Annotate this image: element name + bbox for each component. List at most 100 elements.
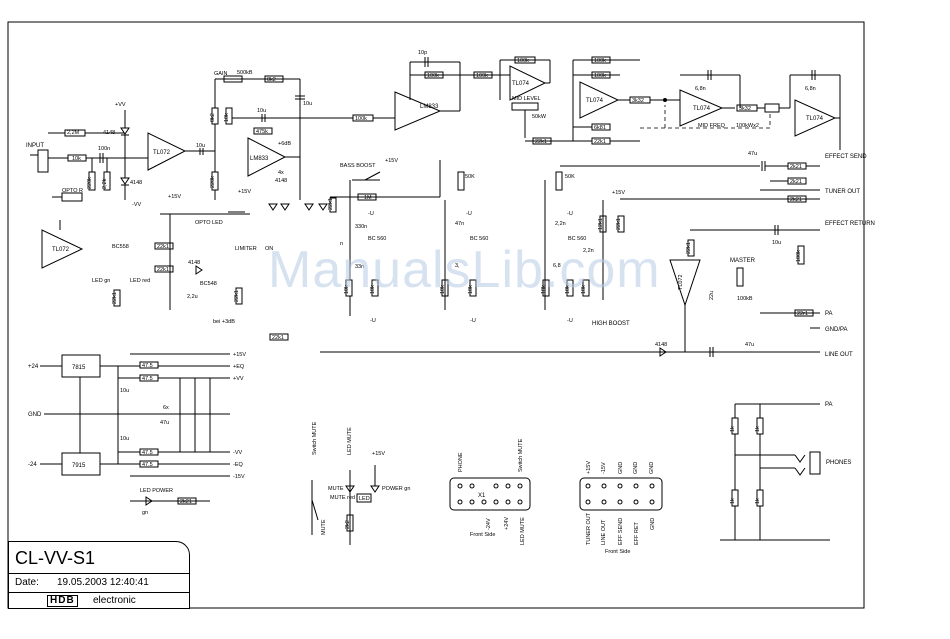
svg-text:BC 560: BC 560 — [470, 236, 488, 242]
svg-text:-U: -U — [567, 211, 573, 217]
svg-text:+15V: +15V — [612, 190, 625, 196]
svg-text:47.5: 47.5 — [142, 363, 153, 369]
svg-text:TL072: TL072 — [52, 247, 70, 253]
svg-text:X1: X1 — [478, 493, 486, 499]
svg-text:4148: 4148 — [130, 180, 142, 186]
svg-text:BASS BOOST: BASS BOOST — [340, 163, 376, 169]
svg-text:4148: 4148 — [655, 342, 667, 348]
svg-text:PHONES: PHONES — [826, 460, 851, 466]
svg-text:500kB: 500kB — [237, 70, 253, 76]
svg-text:+VV: +VV — [233, 376, 244, 382]
svg-text:4148: 4148 — [103, 130, 115, 136]
svg-text:330n: 330n — [355, 224, 367, 230]
svg-text:LINE OUT: LINE OUT — [825, 352, 853, 358]
svg-text:6,8n: 6,8n — [805, 86, 816, 92]
svg-text:8k2: 8k2 — [210, 113, 216, 122]
svg-text:22r1: 22r1 — [797, 311, 808, 317]
svg-text:HIGH BOOST: HIGH BOOST — [592, 321, 630, 327]
svg-text:+6dB: +6dB — [278, 141, 291, 147]
svg-text:PA: PA — [825, 311, 833, 317]
svg-text:+15V: +15V — [385, 158, 398, 164]
svg-text:LED POWER: LED POWER — [140, 488, 173, 494]
effect-send-section: 47u 2k21 EFFECT SEND 2k21 TUNER OUT 2k21 — [560, 151, 867, 203]
svg-text:POWER gn: POWER gn — [382, 486, 410, 492]
svg-text:-VV: -VV — [233, 450, 243, 456]
svg-text:10p: 10p — [418, 50, 427, 56]
svg-text:10k: 10k — [72, 156, 81, 162]
svg-text:+15V: +15V — [238, 189, 251, 195]
svg-text:LED gn: LED gn — [92, 278, 110, 284]
output-opamp-tl074: 6,8n TL074 — [789, 70, 841, 150]
svg-text:BC 560: BC 560 — [368, 236, 386, 242]
svg-text:10k: 10k — [370, 285, 376, 294]
svg-text:1k: 1k — [755, 426, 761, 432]
svg-text:7815: 7815 — [72, 365, 86, 371]
svg-text:4148: 4148 — [188, 260, 200, 266]
svg-text:3k32: 3k32 — [632, 98, 644, 104]
svg-text:2k21: 2k21 — [790, 179, 802, 185]
svg-text:47u: 47u — [745, 342, 754, 348]
svg-text:6k81: 6k81 — [594, 125, 606, 131]
svg-text:1k: 1k — [730, 426, 736, 432]
title-block: CL-VV-S1 Date: 19.05.2003 12:40:41 HDB e… — [8, 541, 190, 609]
svg-text:2,2n: 2,2n — [583, 248, 594, 254]
svg-text:+VV: +VV — [115, 102, 126, 108]
high-boost-section: 50K 2,2n -U BC 560 6,8 10k 10k 18k -U 2,… — [541, 171, 630, 327]
svg-text:100k: 100k — [427, 73, 439, 79]
svg-text:18k: 18k — [581, 285, 587, 294]
svg-text:47.5: 47.5 — [142, 462, 153, 468]
svg-text:10k: 10k — [468, 285, 474, 294]
svg-text:22k1: 22k1 — [594, 139, 606, 145]
svg-text:2,2k: 2,2k — [102, 178, 108, 189]
svg-text:22u: 22u — [709, 291, 715, 300]
svg-text:10u: 10u — [257, 108, 266, 114]
svg-text:-U: -U — [370, 318, 376, 324]
svg-text:10k: 10k — [440, 285, 446, 294]
svg-text:LED MUTE: LED MUTE — [347, 427, 353, 455]
svg-text:+24: +24 — [28, 364, 39, 370]
svg-text:EFFECT RETURN: EFFECT RETURN — [825, 221, 875, 227]
svg-text:47.5: 47.5 — [142, 450, 153, 456]
svg-text:MUTE red: MUTE red — [330, 495, 355, 501]
svg-text:10u: 10u — [303, 101, 312, 107]
svg-text:GND: GND — [618, 462, 624, 474]
svg-text:+EQ: +EQ — [233, 364, 245, 370]
svg-text:1k: 1k — [755, 498, 761, 504]
date-label: Date: — [15, 577, 39, 588]
svg-text:100k: 100k — [355, 116, 367, 122]
effect-return-section: EFFECT RETURN 10u 100k 22k1 TL072 22u MA… — [669, 221, 875, 352]
mid-freq-section: 100k 100k TL074 3k32 6,8n TL074 MID FREQ… — [570, 56, 790, 145]
svg-text:47n: 47n — [455, 221, 464, 227]
svg-text:100n: 100n — [98, 146, 110, 152]
svg-text:10k: 10k — [541, 285, 547, 294]
svg-text:2,2n: 2,2n — [555, 221, 566, 227]
svg-text:MASTER: MASTER — [730, 258, 756, 264]
svg-text:3k32: 3k32 — [739, 106, 751, 112]
svg-text:33n: 33n — [355, 264, 364, 270]
svg-text:47.5: 47.5 — [142, 376, 153, 382]
svg-text:EFFECT SEND: EFFECT SEND — [825, 154, 867, 160]
svg-text:22k1: 22k1 — [234, 290, 240, 302]
svg-text:LIMITER: LIMITER — [235, 246, 257, 252]
svg-text:50K: 50K — [465, 174, 475, 180]
mid-section: 100k TL074 MID LEVEL 50kW 22k1 — [499, 56, 570, 145]
svg-text:-U: -U — [470, 318, 476, 324]
svg-text:GND: GND — [28, 412, 42, 418]
svg-text:+15V: +15V — [586, 461, 592, 474]
svg-text:100k: 100k — [517, 58, 529, 64]
svg-text:100k: 100k — [594, 58, 606, 64]
svg-text:-24V: -24V — [486, 518, 492, 530]
svg-text:TL074: TL074 — [586, 98, 604, 104]
svg-text:10u: 10u — [120, 436, 129, 442]
svg-text:LINE OUT: LINE OUT — [601, 519, 607, 545]
svg-text:TL072: TL072 — [153, 150, 171, 156]
svg-text:22k1: 22k1 — [157, 244, 169, 250]
svg-text:OPTO LED: OPTO LED — [195, 220, 223, 226]
svg-text:-U: -U — [368, 211, 374, 217]
svg-text:LED red: LED red — [130, 278, 150, 284]
gain-stage: GAIN 500kB 8k2 8k2 10k 220k 475k LM833 +… — [210, 70, 355, 200]
svg-text:2k21: 2k21 — [180, 499, 192, 505]
svg-text:4148: 4148 — [275, 178, 287, 184]
svg-text:1k: 1k — [730, 498, 736, 504]
